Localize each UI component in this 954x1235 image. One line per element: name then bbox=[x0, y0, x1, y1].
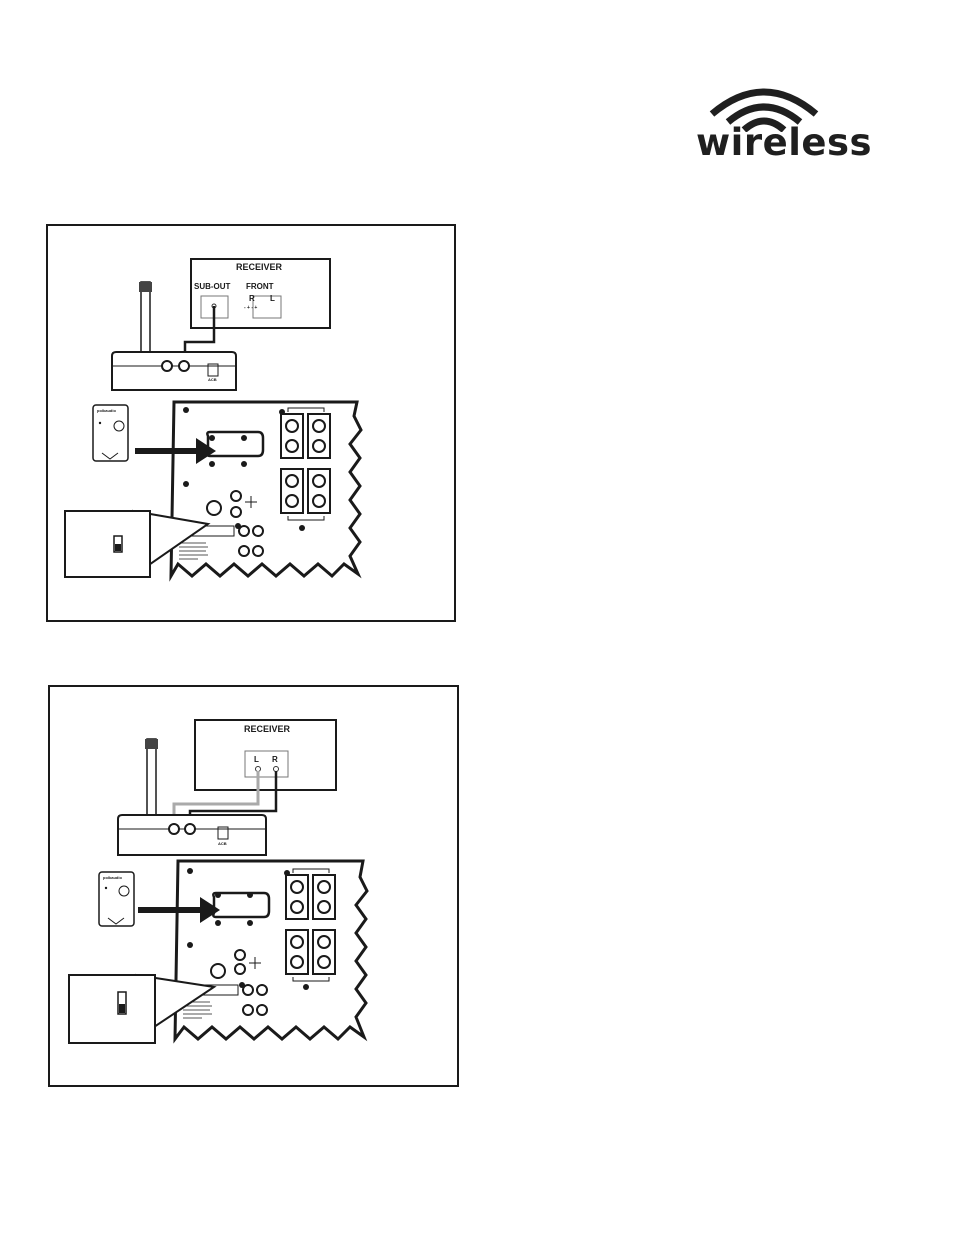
front-l-label: L bbox=[270, 295, 275, 303]
switch-zoom-box bbox=[69, 975, 155, 1043]
transmitter bbox=[118, 815, 266, 855]
remote-brand: polkaudio bbox=[97, 409, 116, 413]
connection-diagram-line-level: RECEIVER L R ACB polkaudio bbox=[48, 685, 459, 1087]
receiver-title: RECEIVER bbox=[236, 263, 282, 272]
remote-brand: polkaudio bbox=[103, 876, 122, 880]
switch-zoom-box bbox=[65, 511, 150, 577]
subwoofer-panel bbox=[171, 402, 361, 576]
front-label: FRONT bbox=[246, 283, 274, 291]
remote-control bbox=[93, 405, 128, 461]
sub-out-label: SUB-OUT bbox=[194, 283, 230, 291]
diagram-drawing bbox=[50, 687, 457, 1085]
transmitter-label: ACB bbox=[218, 842, 227, 846]
receiver-l-label: L bbox=[254, 756, 259, 764]
connection-diagram-sub-out: RECEIVER SUB-OUT FRONT R L - + - + ACB p… bbox=[46, 224, 456, 622]
remote-control bbox=[99, 872, 134, 926]
wireless-logo: wireless bbox=[696, 84, 861, 170]
receiver-r-label: R bbox=[272, 756, 278, 764]
polarity-label: - + - + bbox=[244, 306, 257, 311]
receiver-title: RECEIVER bbox=[244, 725, 290, 734]
front-r-label: R bbox=[249, 295, 255, 303]
logo-text: wireless bbox=[696, 124, 872, 161]
subwoofer-panel bbox=[175, 861, 367, 1039]
transmitter-label: ACB bbox=[208, 378, 217, 382]
transmitter bbox=[112, 352, 236, 390]
